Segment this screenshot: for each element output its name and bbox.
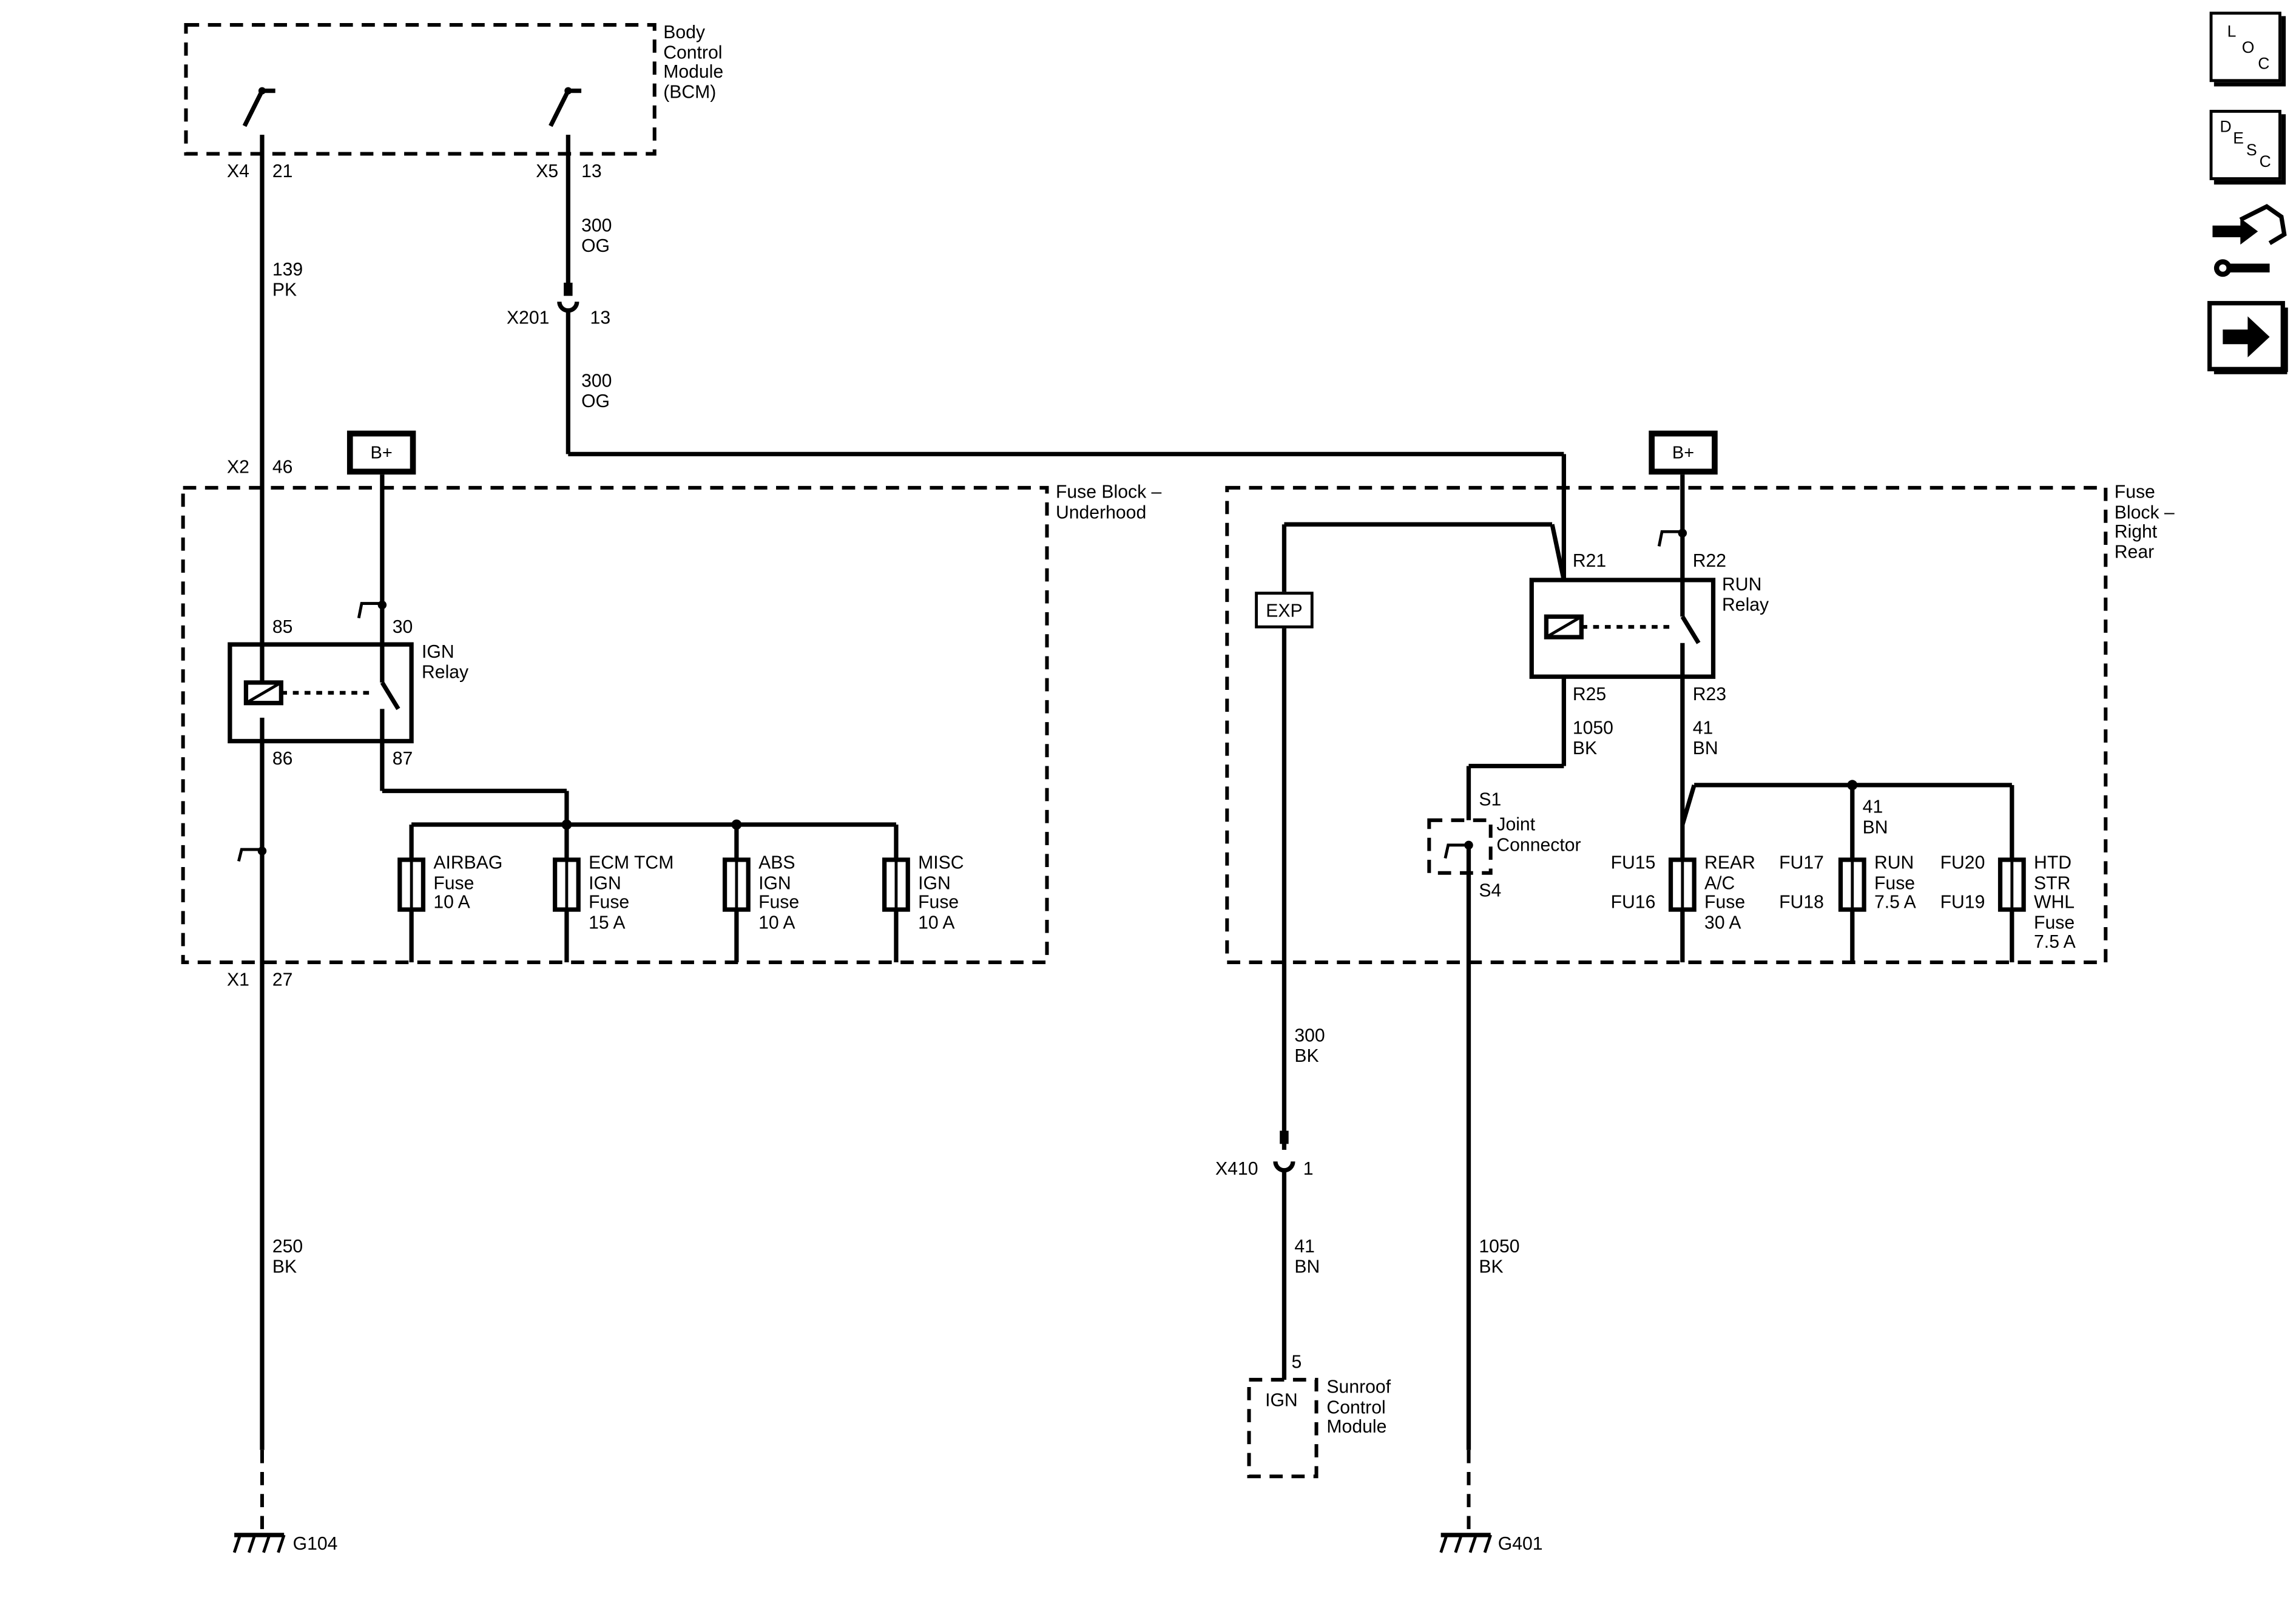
ign-relay-pin-86: 86 [272, 748, 293, 769]
ign-relay-pin-85: 85 [272, 616, 293, 638]
connector-x201-symbol [557, 301, 579, 313]
run-relay-pin-r22: R22 [1692, 550, 1727, 572]
ground-g104-label: G104 [292, 1533, 338, 1555]
connector-x410-pin: 1 [1303, 1158, 1314, 1180]
sunroof-module-label: Sunroof Control Module [1326, 1377, 1391, 1437]
fuse-rear-ac-ids: FU15 FU16 [1610, 852, 1656, 913]
desc-letter-s: S [2246, 142, 2257, 160]
desc-button[interactable]: D E S C [2209, 110, 2281, 180]
b-plus-left: B+ [346, 430, 416, 475]
ign-relay-pin-30: 30 [392, 616, 413, 638]
fuse-htd-str-whl [1997, 785, 2026, 962]
wire-label-250-bk: 250 BK [272, 1236, 303, 1277]
connector-view-button[interactable] [2205, 202, 2290, 284]
fuse-run [1838, 785, 1866, 962]
joint-connector-label: Joint Connector [1496, 814, 1581, 855]
fuse-ecm-tcm [553, 825, 581, 962]
next-page-button[interactable] [2205, 299, 2290, 377]
connector-x5-label: X5 [536, 161, 559, 182]
connector-x201-label: X201 [506, 307, 550, 328]
bcm-label: Body Control Module (BCM) [663, 22, 724, 102]
fuse-abs-label: ABS IGN Fuse 10 A [758, 852, 800, 933]
joint-connector-s4: S4 [1479, 880, 1502, 901]
connector-x201-pin: 13 [590, 307, 611, 328]
fuse-rear-ac [1668, 857, 1697, 962]
loc-letter-l: L [2227, 23, 2237, 41]
bcm-switch-x4 [242, 87, 275, 127]
bcm-outline [184, 23, 657, 156]
desc-letter-e: E [2233, 130, 2244, 148]
fuse-rear-ac-label: REAR A/C Fuse 30 A [1704, 852, 1755, 933]
connector-view-icon [2212, 204, 2287, 277]
wire-label-1050-bk-b: 1050 BK [1479, 1236, 1520, 1277]
ground-g104-symbol [232, 1533, 286, 1553]
joint-connector-outline [1427, 818, 1493, 875]
fuse-block-underhood-label: Fuse Block – Underhood [1055, 482, 1162, 522]
run-relay-label: RUN Relay [1722, 574, 1769, 615]
fuse-htd-str-whl-ids: FU20 FU19 [1940, 852, 1985, 913]
loc-letter-c: C [2258, 55, 2270, 73]
joint-connector-s1: S1 [1479, 789, 1502, 810]
fuse-run-label: RUN Fuse 7.5 A [1874, 852, 1916, 913]
run-relay-pin-r21: R21 [1572, 550, 1607, 572]
wire-label-1050-bk-a: 1050 BK [1572, 717, 1613, 758]
fuse-block-right-rear-label: Fuse Block – Right Rear [2114, 482, 2175, 562]
connector-x410-symbol [1273, 1161, 1295, 1173]
connector-x2-label: X2 [227, 457, 249, 478]
ground-g401-symbol [1439, 1533, 1492, 1553]
bcm-switch-x5 [549, 87, 582, 127]
run-relay-outline [1529, 578, 1716, 679]
connector-x1-label: X1 [227, 970, 249, 990]
wire-label-300-og-a: 300 OG [581, 215, 612, 256]
ground-g401-label: G401 [1497, 1533, 1543, 1555]
sunroof-ign-label: IGN [1265, 1389, 1298, 1411]
desc-letter-d: D [2220, 118, 2232, 137]
fuse-misc-label: MISC IGN Fuse 10 A [918, 852, 964, 933]
desc-letter-c: C [2259, 154, 2271, 172]
connector-x4-pin: 21 [272, 161, 293, 182]
run-relay-pin-r25: R25 [1572, 684, 1607, 705]
sunroof-module-outline [1247, 1377, 1319, 1479]
hook-left [237, 848, 262, 862]
connector-x4-label: X4 [227, 161, 249, 182]
ign-relay-label: IGN Relay [422, 641, 469, 682]
fuse-run-ids: FU17 FU18 [1779, 852, 1824, 913]
fuse-ecm-tcm-label: ECM TCM IGN Fuse 15 A [589, 852, 674, 933]
fuse-airbag [397, 825, 426, 962]
wire-label-41-bn-a: 41 BN [1692, 717, 1718, 758]
fuse-misc [882, 825, 910, 962]
exp-box: EXP [1255, 592, 1314, 629]
ign-relay-outline [228, 642, 414, 744]
loc-button[interactable]: L O C [2209, 12, 2281, 83]
fuse-airbag-label: AIRBAG Fuse 10 A [433, 852, 503, 913]
sunroof-pin-5: 5 [1291, 1352, 1302, 1372]
loc-letter-o: O [2241, 39, 2255, 58]
connector-x410-label: X410 [1215, 1158, 1258, 1180]
b-plus-right: B+ [1649, 430, 1718, 475]
fuse-block-underhood-outline [181, 485, 1049, 964]
connector-x1-pin: 27 [272, 970, 293, 990]
ign-relay-pin-87: 87 [392, 748, 413, 769]
wire-label-41-bn-b: 41 BN [1862, 797, 1888, 837]
run-relay-pin-r23: R23 [1692, 684, 1727, 705]
wire-label-300-bk: 300 BK [1294, 1025, 1325, 1066]
fuse-abs [722, 825, 751, 962]
next-page-arrow-icon [2207, 301, 2288, 374]
fuse-block-right-rear-outline [1225, 485, 2108, 964]
fuse-htd-str-whl-label: HTD STR WHL Fuse 7.5 A [2034, 852, 2076, 953]
wire-label-41-bn-c: 41 BN [1294, 1236, 1320, 1277]
connector-x2-pin: 46 [272, 457, 293, 478]
wire-label-300-og-b: 300 OG [581, 370, 612, 411]
wire-label-139-pk: 139 PK [272, 259, 303, 300]
connector-x5-pin: 13 [581, 161, 602, 182]
